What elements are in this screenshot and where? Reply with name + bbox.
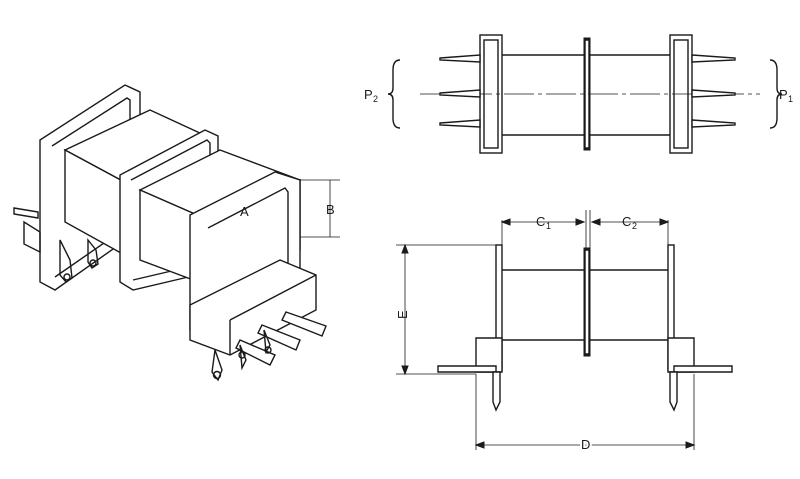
isometric-view bbox=[13, 84, 340, 382]
label-C1-sub: 1 bbox=[546, 221, 551, 231]
label-D: D bbox=[581, 437, 590, 452]
label-E: E bbox=[395, 310, 410, 319]
label-A: A bbox=[240, 204, 249, 219]
label-C2: C bbox=[622, 214, 631, 229]
side-view bbox=[396, 210, 733, 450]
label-P2-sub: 2 bbox=[373, 94, 378, 104]
label-P1: P bbox=[779, 87, 788, 102]
top-view bbox=[387, 34, 783, 154]
label-C2-sub: 2 bbox=[632, 221, 637, 231]
label-C1: C bbox=[536, 214, 545, 229]
label-P2: P bbox=[364, 87, 373, 102]
label-P1-sub: 1 bbox=[788, 94, 793, 104]
label-B: B bbox=[326, 202, 335, 217]
